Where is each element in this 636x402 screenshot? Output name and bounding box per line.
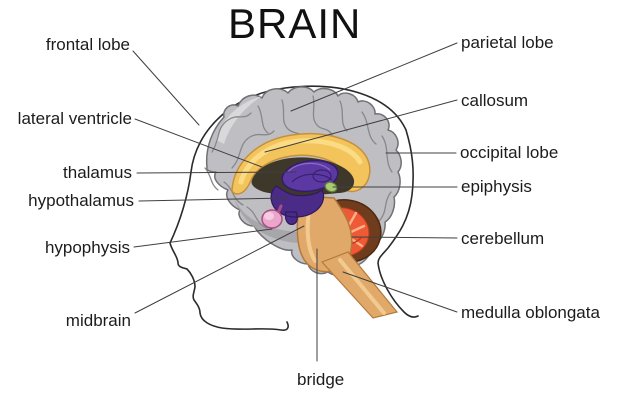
label-medulla-oblongata: medulla oblongata — [461, 303, 600, 322]
hypothalamus-shape — [270, 185, 325, 225]
leader-line-parietal-lobe — [290, 42, 458, 112]
leader-line-hypophysis — [133, 228, 273, 248]
label-parietal-lobe: parietal lobe — [461, 33, 554, 52]
label-hypothalamus: hypothalamus — [28, 191, 134, 210]
leader-line-medulla-oblongata — [342, 271, 458, 313]
label-midbrain: midbrain — [65, 311, 131, 330]
corpus-callosum-highlight — [238, 138, 363, 185]
label-callosum: callosum — [461, 91, 529, 110]
leader-line-thalamus — [136, 171, 297, 174]
thalamus-swirl-ring — [312, 169, 332, 183]
thalamus-swirl-dark — [291, 173, 333, 183]
hypophysis-shape — [261, 204, 283, 229]
label-bridge: bridge — [297, 370, 345, 389]
leader-line-lateral-ventricle — [134, 118, 263, 168]
leader-line-hypothalamus — [138, 197, 289, 202]
leader-line-frontal-lobe — [132, 50, 200, 126]
cerebrum-highlight — [216, 96, 262, 144]
brainstem-shape — [296, 195, 399, 319]
thalamus-swirl-light — [287, 162, 331, 173]
label-epiphysis: epiphysis — [461, 177, 532, 196]
label-cerebellum: cerebellum — [461, 229, 545, 248]
leader-lines — [132, 42, 458, 362]
head-outline-shape — [169, 85, 419, 331]
label-thalamus: thalamus — [63, 163, 132, 182]
label-hypophysis: hypophysis — [44, 238, 130, 257]
diagram-title: BRAIN — [228, 0, 362, 47]
thalamus-body — [281, 159, 339, 193]
epiphysis-shape — [324, 181, 338, 193]
hypophysis-highlight — [264, 212, 274, 220]
leader-line-cerebellum — [351, 236, 458, 239]
label-lateral-ventricle: lateral ventricle — [17, 109, 132, 128]
leader-line-callosum — [264, 99, 458, 153]
label-occipital-lobe: occipital lobe — [460, 143, 559, 162]
leader-line-midbrain — [134, 225, 305, 314]
label-frontal-lobe: frontal lobe — [45, 35, 130, 54]
thalamus-shape — [270, 159, 339, 225]
